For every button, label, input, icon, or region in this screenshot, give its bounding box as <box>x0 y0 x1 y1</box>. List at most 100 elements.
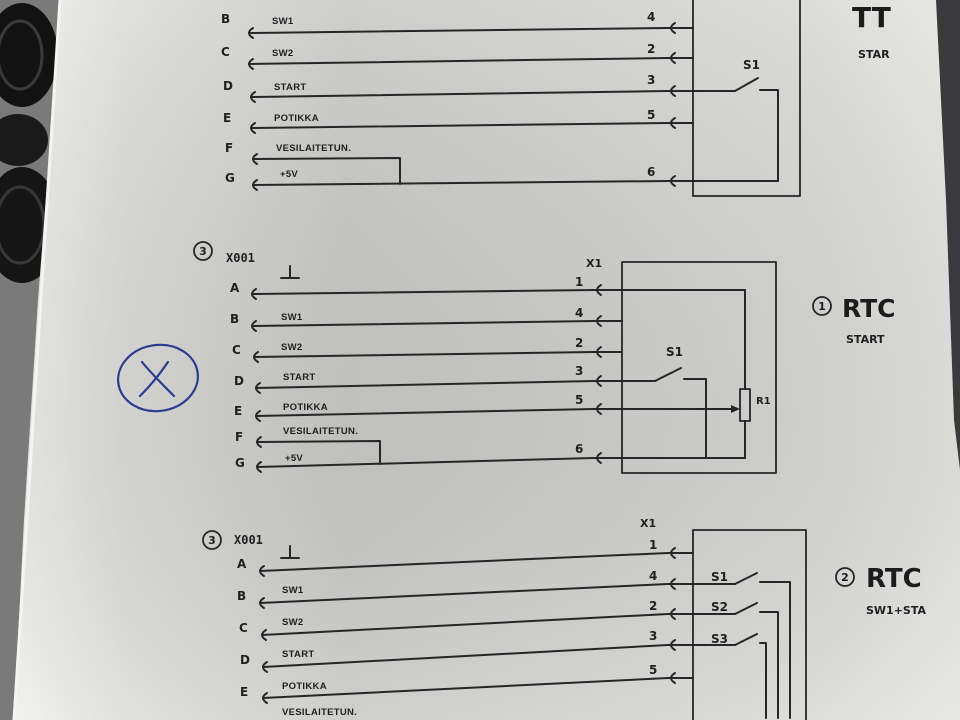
wire-line <box>259 583 736 604</box>
terminal-pin-number: 2 <box>649 599 657 613</box>
connector-pin-letter: A <box>230 281 240 295</box>
connector-pin-letter: A <box>237 557 247 571</box>
wiper-arrow-icon <box>731 405 740 413</box>
wire-label: VESILAITETUN. <box>282 707 357 718</box>
socket-connector-icon <box>596 284 602 296</box>
wire-line <box>262 677 694 699</box>
section-subtitle: START <box>846 333 885 346</box>
switch-s1-output-wire <box>759 581 791 719</box>
terminal-pin-number: 5 <box>649 663 657 677</box>
wire-line <box>252 157 401 185</box>
wire-label: START <box>274 82 306 93</box>
cable-connector-object <box>0 114 48 166</box>
terminal-pin-number: 4 <box>649 569 657 583</box>
wire-label: START <box>282 649 314 660</box>
wire-line <box>252 180 779 186</box>
wire-line <box>251 320 623 327</box>
wire-label: SW2 <box>281 342 303 353</box>
section-ref-circle <box>202 530 222 550</box>
connector-pin-letter: D <box>240 653 250 667</box>
connector-pin-letter: C <box>221 45 230 59</box>
wire-row: A1 <box>237 538 694 577</box>
wire-label: SW1 <box>282 585 304 596</box>
socket-connector-icon <box>596 315 602 327</box>
wire-line <box>259 552 694 572</box>
section-subtitle: STAR <box>858 48 890 61</box>
wire-label: +5V <box>285 453 303 464</box>
device-box <box>692 529 807 720</box>
wire-label: VESILAITETUN. <box>276 143 351 154</box>
wire-label: POTIKKA <box>282 681 327 692</box>
handwritten-x-mark <box>117 343 199 413</box>
wire-line <box>255 408 732 417</box>
wire-label: SW1 <box>281 312 303 323</box>
switch-s1-blade <box>734 572 758 585</box>
connector-pin-letter: E <box>223 111 231 125</box>
terminal-pin-number: 1 <box>575 275 583 289</box>
socket-connector-icon <box>596 346 602 358</box>
switch-s2-output-wire <box>759 611 779 719</box>
terminal-pin-number: 6 <box>647 165 655 179</box>
terminal-pin-number: 3 <box>575 364 583 378</box>
connector-name: X001 <box>234 533 263 547</box>
connector-pin-letter: G <box>225 171 235 185</box>
socket-connector-icon <box>596 403 602 415</box>
paper-left-edge <box>12 0 62 720</box>
terminal-pin-number: 6 <box>575 442 583 456</box>
socket-connector-icon <box>670 22 676 34</box>
socket-connector-icon <box>670 175 676 187</box>
wire-row: G +5V 6 <box>235 442 746 473</box>
wire-row: E POTIKKA 5 <box>223 108 694 134</box>
wire-label: SW1 <box>272 16 294 27</box>
section-title: RTC <box>842 294 896 323</box>
terminal-pin-number: 3 <box>647 73 655 87</box>
paper-shading <box>14 0 960 720</box>
terminal-pin-number: 5 <box>575 393 583 407</box>
section-ref-number: 3 <box>199 245 207 258</box>
ground-icon <box>280 265 300 279</box>
wire-line <box>248 57 694 65</box>
wire-line <box>248 27 694 34</box>
switch-s3-output-wire <box>759 642 767 719</box>
terminal-pin-number: 5 <box>647 108 655 122</box>
switch-label: S3 <box>711 632 728 646</box>
device-box <box>621 261 777 474</box>
diagram-number-circle <box>812 296 832 316</box>
wire-line <box>251 289 746 295</box>
wire-label: +5V <box>280 169 298 180</box>
terminal-name: X1 <box>640 517 656 530</box>
socket-connector-icon <box>670 672 676 684</box>
socket-connector-icon <box>670 85 676 97</box>
socket-connector-icon <box>596 375 602 387</box>
switch-label: S1 <box>743 58 760 72</box>
switch-label: S2 <box>711 600 728 614</box>
wire-label: POTIKKA <box>274 113 319 124</box>
terminal-pin-number: 1 <box>649 538 657 552</box>
connector-pin-letter: G <box>235 456 245 470</box>
connector-pin-letter: D <box>223 79 233 93</box>
connector-pin-letter: F <box>225 141 233 155</box>
wire-row: D START 3 <box>223 73 736 103</box>
switch-label: S1 <box>711 570 728 584</box>
switch-s3-blade <box>734 633 758 646</box>
connector-pin-letter: F <box>235 430 243 444</box>
section-subtitle: SW1+STA <box>866 604 926 617</box>
switch-s2-blade <box>734 602 758 615</box>
wire-line <box>255 380 656 389</box>
socket-connector-icon <box>670 608 676 620</box>
connector-pin-letter: C <box>239 621 248 635</box>
connector-pin-letter: B <box>230 312 239 326</box>
connector-pin-letter: C <box>232 343 241 357</box>
diagram-number-circle <box>835 567 855 587</box>
terminal-pin-number: 4 <box>575 306 583 320</box>
resistor-label: R1 <box>756 396 771 407</box>
